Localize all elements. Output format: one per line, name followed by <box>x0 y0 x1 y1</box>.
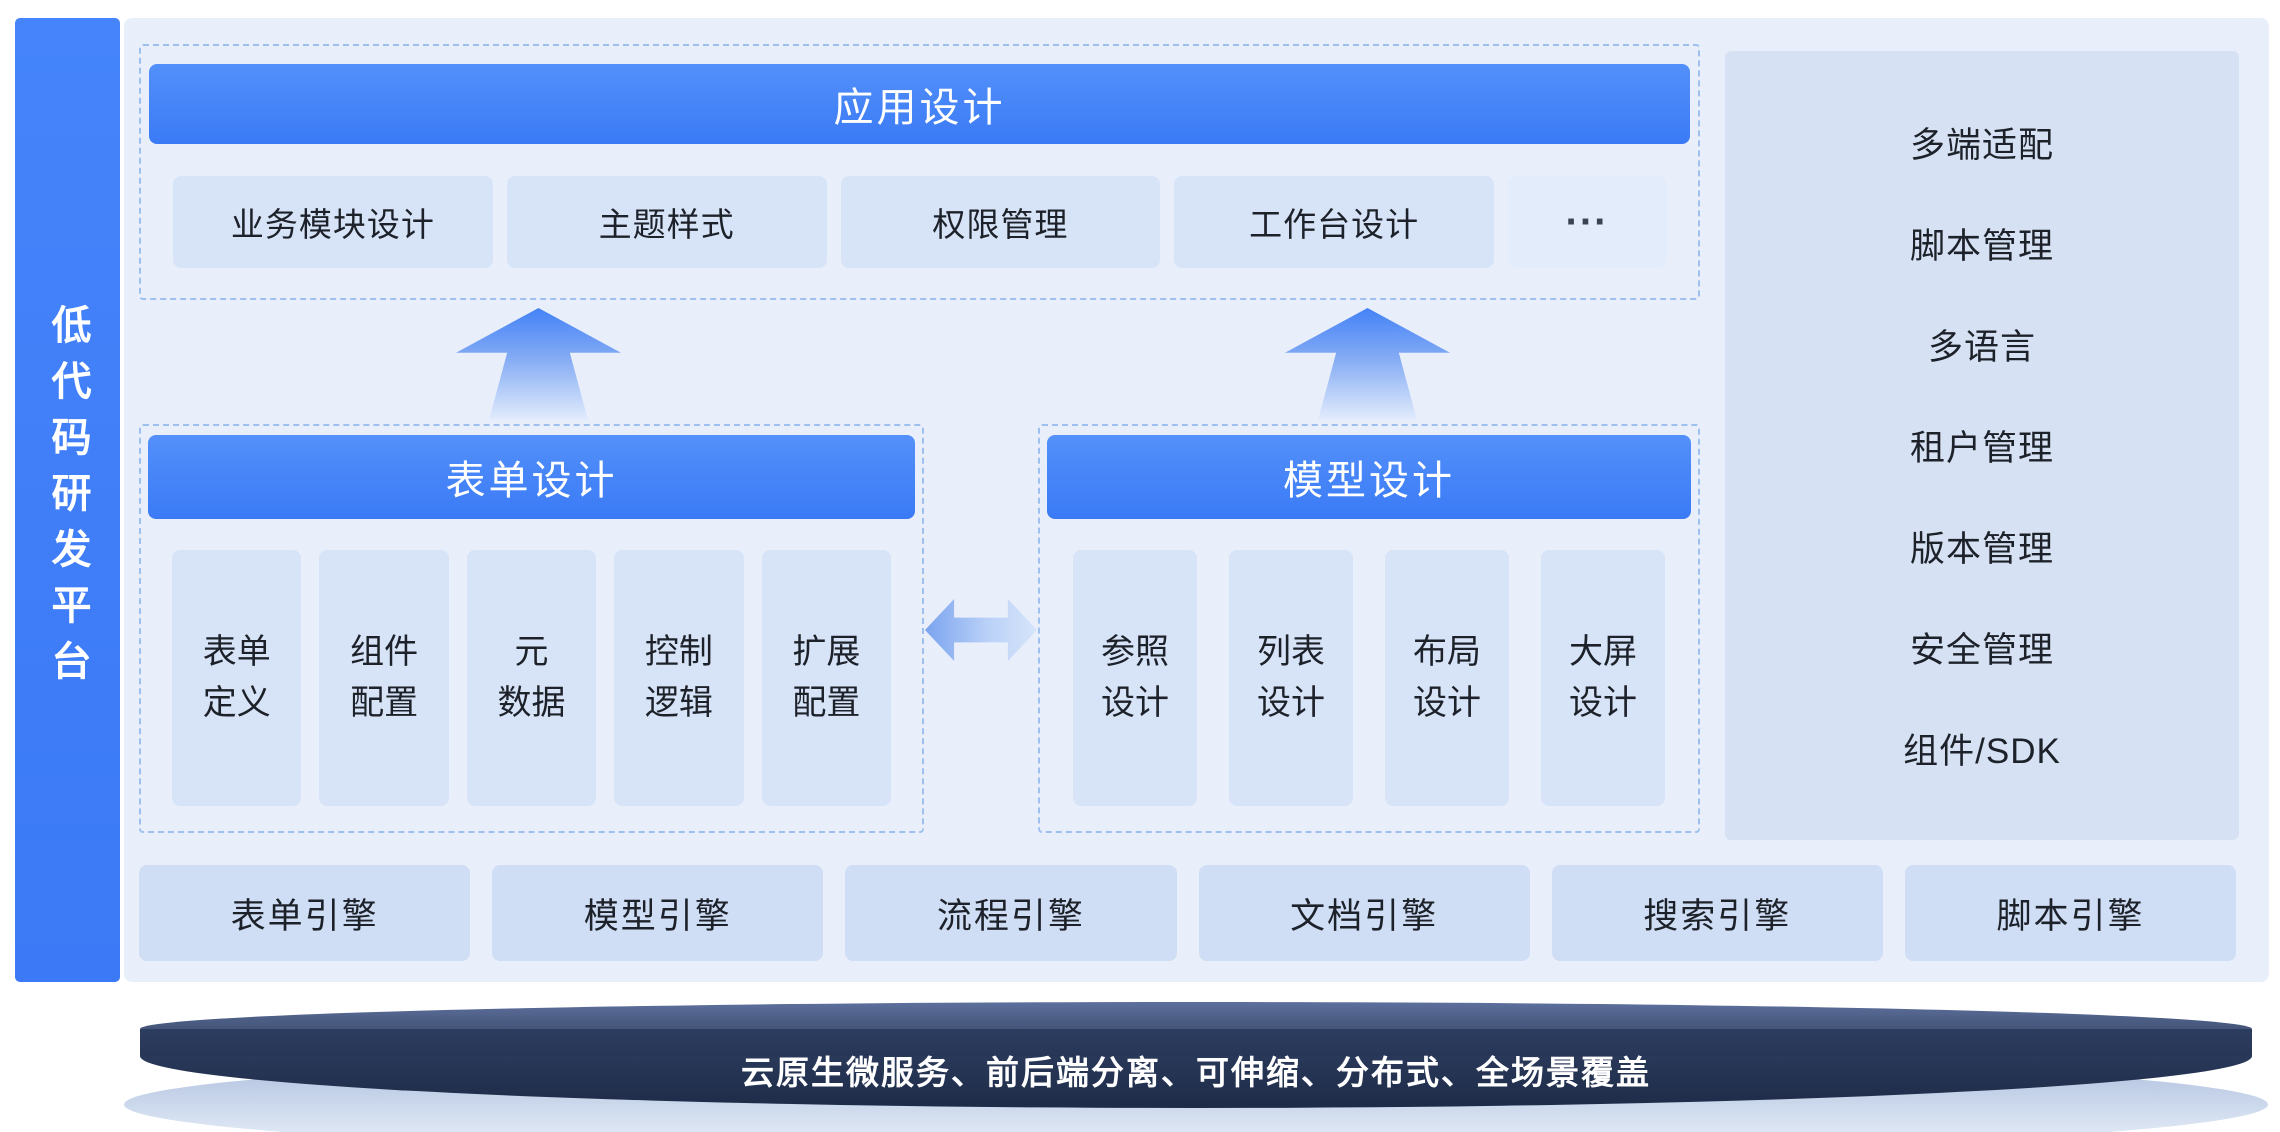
model-design-item-reference: 参照 设计 <box>1073 550 1197 806</box>
main-panel: 应用设计 业务模块设计 主题样式 权限管理 工作台设计 ··· 表单设计 表单 … <box>124 18 2269 982</box>
form-design-item-form-definition: 表单 定义 <box>172 550 302 806</box>
form-design-header: 表单设计 <box>148 435 915 519</box>
capability-component-sdk: 组件/SDK <box>1903 732 2061 771</box>
up-arrow-left-icon <box>456 308 621 420</box>
form-design-item-component-config: 组件 配置 <box>319 550 449 806</box>
app-design-item-business-module: 业务模块设计 <box>173 176 493 268</box>
capability-multi-language: 多语言 <box>1927 328 2036 367</box>
up-arrow-right-icon <box>1285 308 1450 420</box>
model-design-row: 参照 设计 列表 设计 布局 设计 大屏 设计 <box>1073 550 1665 806</box>
engine-form: 表单引擎 <box>139 865 471 961</box>
engine-model: 模型引擎 <box>492 865 824 961</box>
pedestal-front-face <box>140 1029 2252 1056</box>
bidirectional-arrow-icon <box>925 599 1037 661</box>
engine-process: 流程引擎 <box>845 865 1177 961</box>
form-design-section: 表单设计 表单 定义 组件 配置 元 数据 控制 逻辑 扩展 配置 <box>139 424 924 833</box>
capability-multi-terminal: 多端适配 <box>1909 126 2054 165</box>
platform-title-bar: 低代码研发平台 <box>15 18 120 982</box>
app-design-item-theme-style: 主题样式 <box>506 176 827 268</box>
capabilities-panel: 多端适配 脚本管理 多语言 租户管理 版本管理 安全管理 组件/SDK <box>1725 51 2239 840</box>
model-design-header: 模型设计 <box>1047 435 1691 519</box>
engine-search: 搜索引擎 <box>1551 865 1883 961</box>
form-design-item-control-logic: 控制 逻辑 <box>614 550 744 806</box>
form-design-row: 表单 定义 组件 配置 元 数据 控制 逻辑 扩展 配置 <box>172 550 892 806</box>
app-design-header: 应用设计 <box>149 64 1690 144</box>
model-design-item-bigscreen: 大屏 设计 <box>1541 550 1665 806</box>
capability-tenant-management: 租户管理 <box>1909 429 2054 468</box>
app-design-item-more: ··· <box>1508 176 1666 268</box>
model-design-item-list: 列表 设计 <box>1229 550 1353 806</box>
app-design-item-permission: 权限管理 <box>840 176 1161 268</box>
foundation-platform: 云原生微服务、前后端分离、可伸缩、分布式、全场景覆盖 <box>124 1002 2268 1132</box>
app-design-row: 业务模块设计 主题样式 权限管理 工作台设计 ··· <box>173 176 1666 268</box>
form-design-item-metadata: 元 数据 <box>466 550 597 806</box>
form-design-item-extension-config: 扩展 配置 <box>761 550 892 806</box>
app-design-section: 应用设计 业务模块设计 主题样式 权限管理 工作台设计 ··· <box>139 44 1700 300</box>
model-design-section: 模型设计 参照 设计 列表 设计 布局 设计 大屏 设计 <box>1038 424 1700 833</box>
capability-version-management: 版本管理 <box>1909 530 2054 569</box>
app-design-item-workbench: 工作台设计 <box>1174 176 1494 268</box>
capability-security-management: 安全管理 <box>1909 631 2054 670</box>
platform-title: 低代码研发平台 <box>45 304 90 696</box>
capability-script-management: 脚本管理 <box>1909 227 2054 266</box>
engine-script: 脚本引擎 <box>1904 865 2237 961</box>
engine-document: 文档引擎 <box>1198 865 1530 961</box>
foundation-label: 云原生微服务、前后端分离、可伸缩、分布式、全场景覆盖 <box>741 1054 1651 1091</box>
model-design-item-layout: 布局 设计 <box>1385 550 1509 806</box>
engine-row: 表单引擎 模型引擎 流程引擎 文档引擎 搜索引擎 脚本引擎 <box>139 865 2237 961</box>
